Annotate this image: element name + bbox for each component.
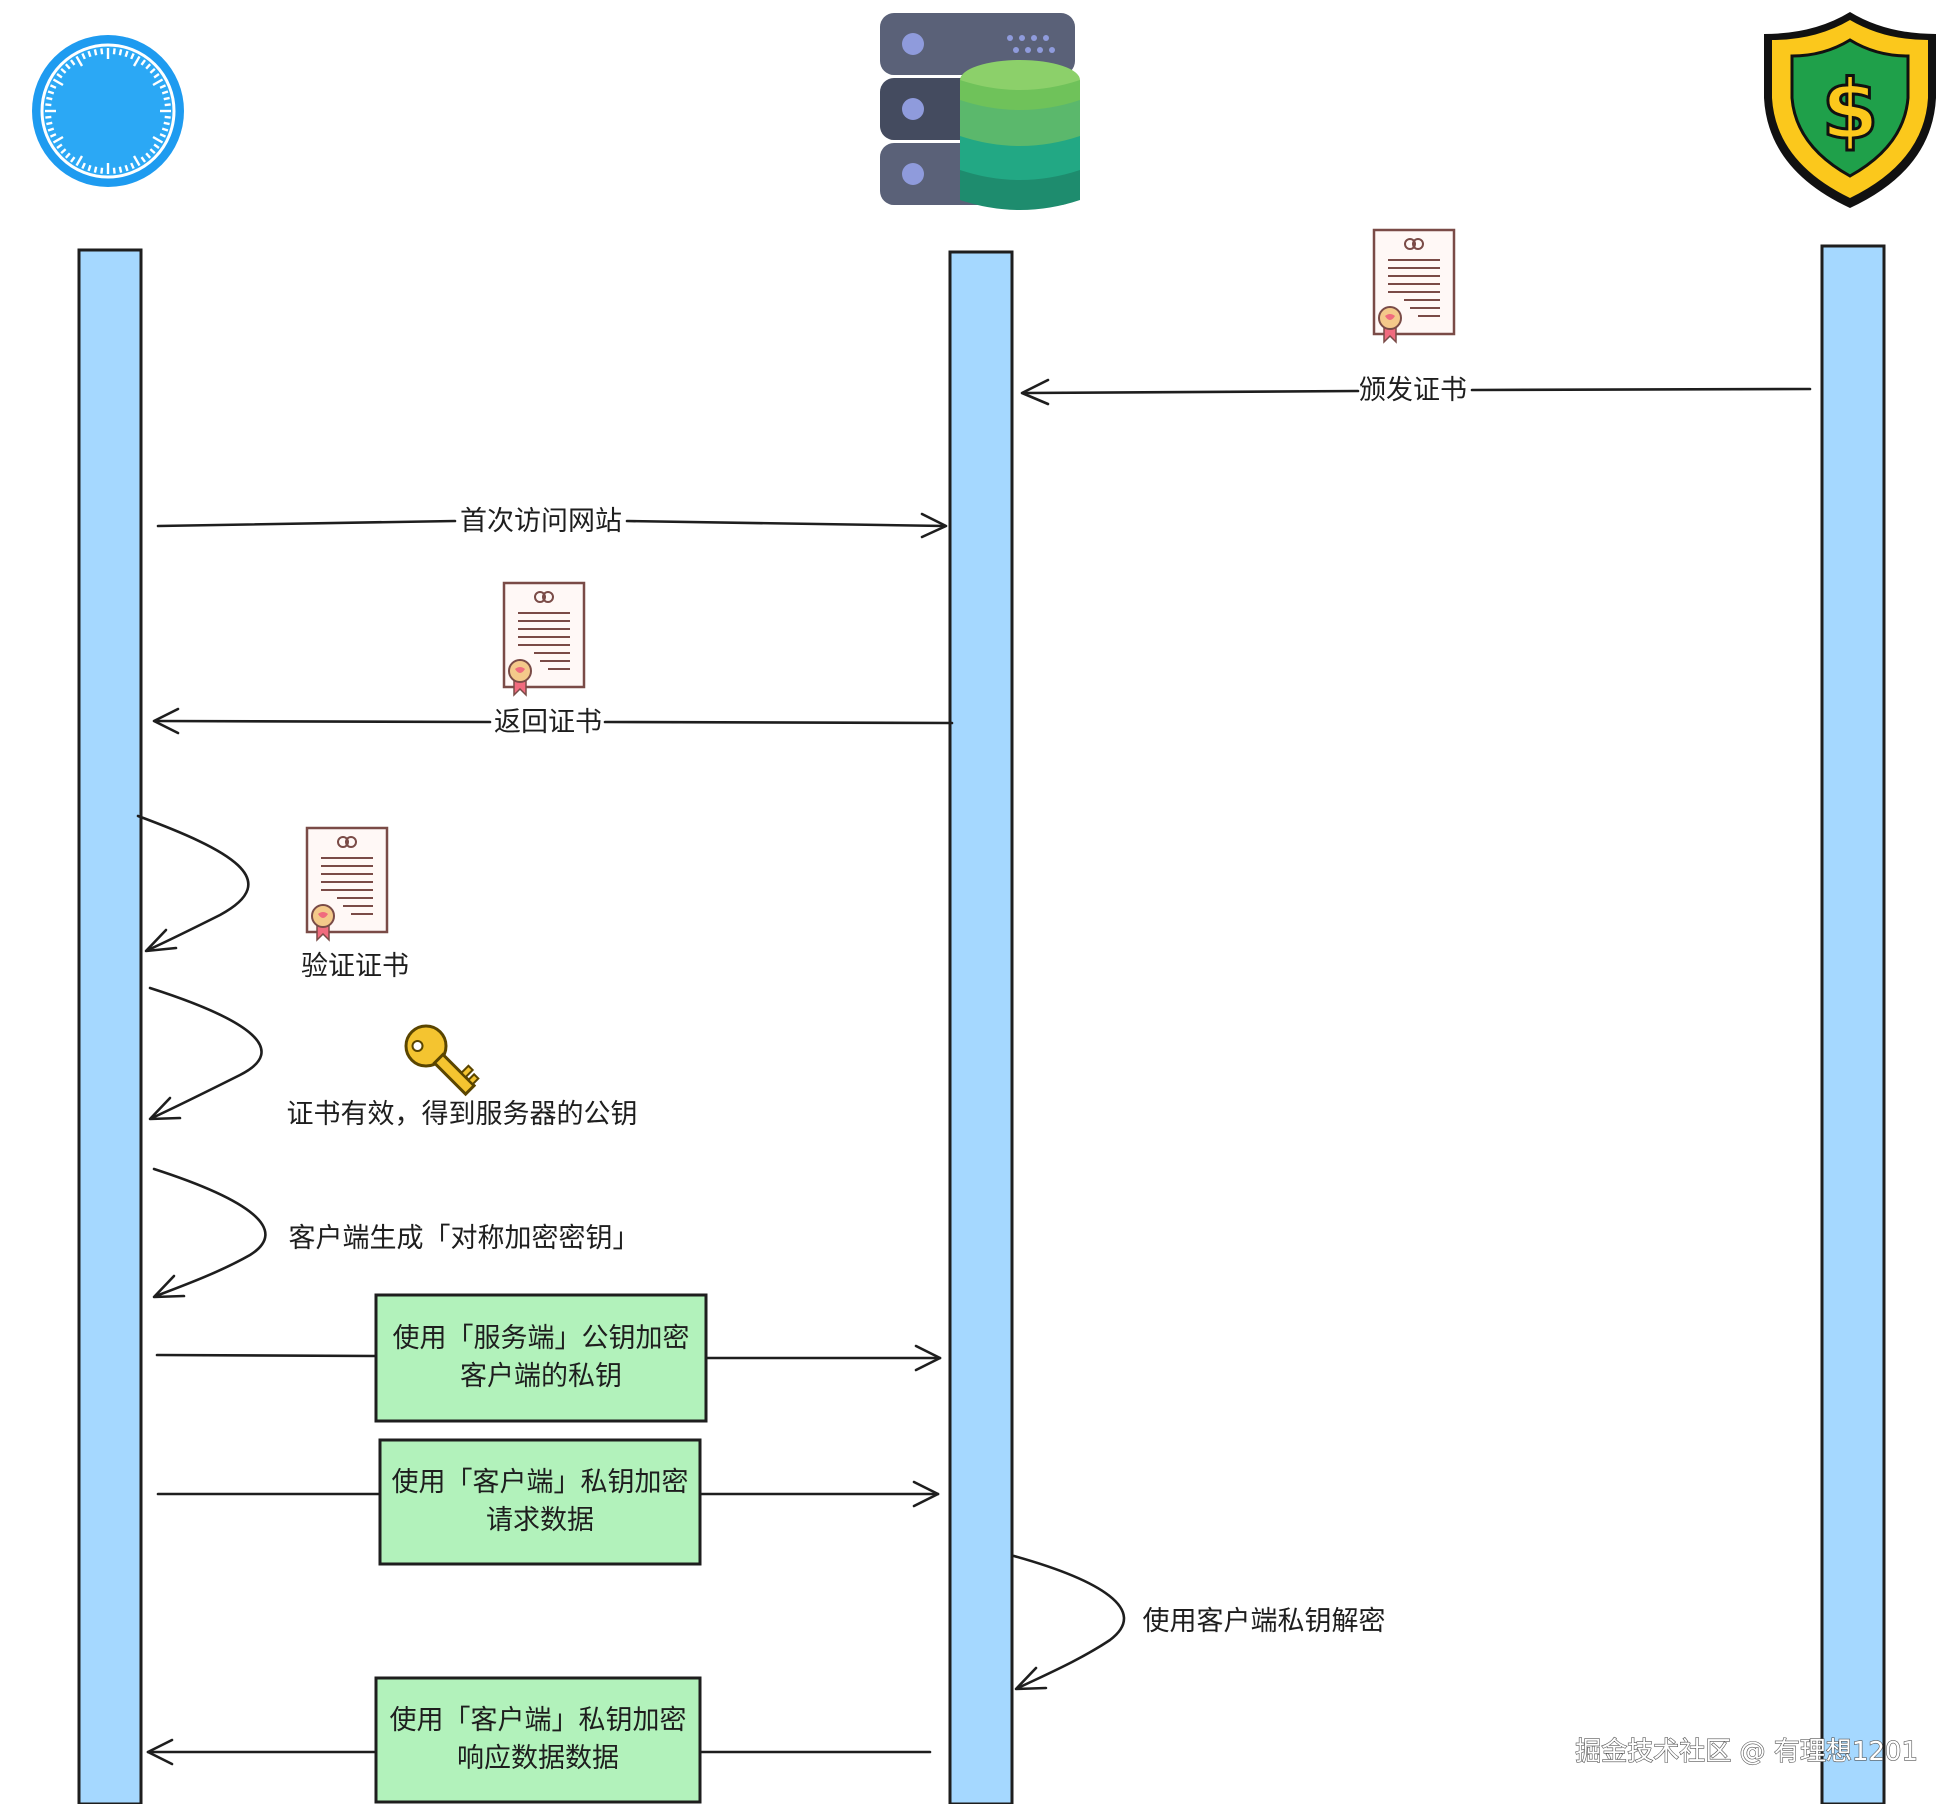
compass-tick: [87, 164, 92, 172]
cert-valid-label: 证书有效，得到服务器的公钥: [287, 1099, 638, 1130]
cert-valid-loop: [148, 986, 263, 1121]
compass-tick: [52, 78, 64, 87]
encrypt-key-box: [374, 1293, 708, 1423]
compass-tick: [81, 52, 86, 60]
compass-tick: [153, 143, 160, 150]
server-database-icon: [880, 13, 1080, 210]
key-icon: [404, 1024, 480, 1097]
compass-tick: [52, 135, 64, 144]
compass-tick: [75, 55, 84, 67]
compass-tick: [75, 155, 84, 167]
watermark: 掘金技术社区 @ 有理想1201: [1575, 1737, 1918, 1767]
compass-tick: [140, 156, 147, 163]
compass-tick: [47, 90, 55, 95]
encrypt-request-message: 使用「客户端」私钥加密 请求数据: [156, 1438, 940, 1566]
verify-cert-label: 验证证书: [301, 951, 409, 982]
compass-tick: [159, 133, 167, 138]
encrypt-request-box: [378, 1438, 702, 1566]
encrypt-key-message: 使用「服务端」公钥加密 客户端的私钥: [155, 1293, 942, 1423]
encrypt-response-line1: 使用「客户端」私钥加密: [390, 1705, 687, 1736]
encrypt-response-box: [374, 1676, 702, 1804]
encrypt-request-line2: 请求数据: [486, 1505, 594, 1536]
compass-tick: [149, 67, 156, 74]
compass-tick: [112, 48, 116, 55]
compass-tick: [93, 166, 98, 173]
compass-tick: [132, 155, 141, 167]
compass-tick: [161, 127, 169, 132]
safari-compass-icon: [32, 35, 184, 187]
server-lifeline: [948, 250, 1014, 1804]
encrypt-key-line1: 使用「服务端」公钥加密: [393, 1323, 690, 1354]
encrypt-request-line1: 使用「客户端」私钥加密: [392, 1467, 689, 1498]
compass-tick: [56, 143, 63, 150]
gen-sym-key-loop: [152, 1167, 267, 1299]
encrypt-response-line2: 响应数据数据: [457, 1743, 619, 1774]
server-decrypt-label: 使用客户端私钥解密: [1143, 1606, 1386, 1637]
compass-tick: [152, 135, 164, 144]
compass-tick: [132, 55, 141, 67]
compass-tick: [60, 148, 67, 155]
compass-tick: [60, 67, 67, 74]
compass-tick: [93, 49, 98, 56]
encrypt-response-message: 使用「客户端」私钥加密 响应数据数据: [146, 1676, 932, 1804]
compass-tick: [140, 59, 147, 66]
compass-tick: [130, 52, 135, 60]
return-cert-arrow: [152, 707, 954, 735]
compass-tick: [81, 162, 86, 170]
compass-tick: [118, 166, 123, 173]
compass-tick: [56, 72, 63, 79]
compass-tick: [163, 96, 170, 101]
compass-tick: [130, 162, 135, 170]
certificate-icon: [502, 581, 586, 697]
compass-tick: [87, 50, 92, 58]
compass-tick: [64, 152, 71, 159]
compass-tick: [145, 152, 152, 159]
issue-cert-label: 颁发证书: [1359, 375, 1467, 406]
compass-tick: [124, 50, 129, 58]
compass-tick: [69, 59, 76, 66]
svg-text:$: $: [1821, 63, 1878, 158]
compass-tick: [112, 167, 116, 174]
compass-tick: [164, 115, 171, 119]
compass-tick: [152, 78, 164, 87]
compass-tick: [64, 63, 71, 70]
compass-tick: [45, 115, 52, 119]
certificate-icon: [305, 826, 389, 942]
server-decrypt-loop: [1012, 1554, 1126, 1691]
compass-tick: [163, 121, 170, 126]
issue-cert-arrow: [1020, 378, 1812, 406]
return-cert-label: 返回证书: [494, 707, 602, 738]
gen-sym-key-label: 客户端生成「对称加密密钥」: [289, 1223, 640, 1254]
first-visit-label: 首次访问网站: [460, 506, 622, 537]
compass-tick: [49, 84, 57, 89]
client-lifeline: [77, 248, 143, 1804]
compass-tick: [161, 90, 169, 95]
compass-tick: [124, 164, 129, 172]
shield-dollar-icon: $: [1764, 12, 1936, 208]
compass-tick: [145, 63, 152, 70]
first-visit-arrow: [156, 512, 948, 539]
compass-tick: [46, 96, 53, 101]
compass-tick: [149, 148, 156, 155]
compass-tick: [69, 156, 76, 163]
compass-tick: [49, 133, 57, 138]
compass-tick: [159, 84, 167, 89]
compass-tick: [46, 121, 53, 126]
compass-tick: [100, 48, 104, 55]
ca-lifeline: [1820, 244, 1886, 1804]
verify-cert-loop: [136, 814, 250, 953]
encrypt-key-line2: 客户端的私钥: [460, 1361, 622, 1392]
compass-tick: [45, 103, 52, 107]
compass-tick: [164, 103, 171, 107]
compass-tick: [47, 127, 55, 132]
compass-tick: [153, 72, 160, 79]
compass-tick: [118, 49, 123, 56]
certificate-icon: [1372, 228, 1456, 344]
compass-tick: [100, 167, 104, 174]
